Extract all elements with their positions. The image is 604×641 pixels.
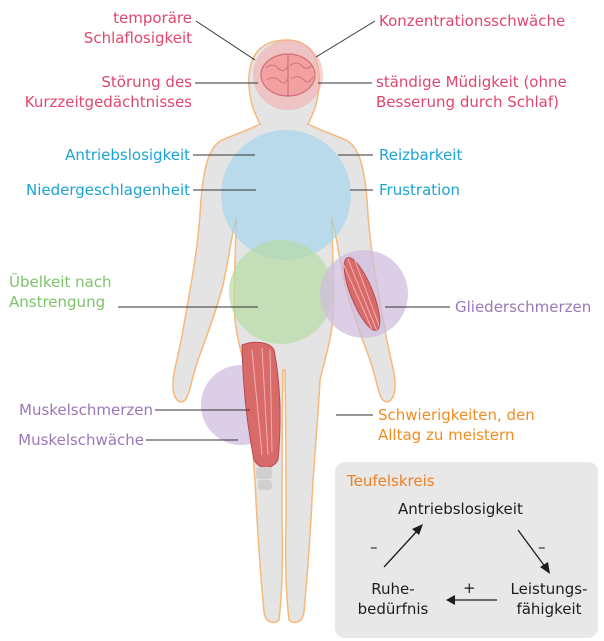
frustration-label: Frustration [379,180,460,200]
memory-line1: Störung des [0,72,192,92]
cycle-left-line1: Ruhe- [348,579,438,599]
listlessness-label: Antriebslosigkeit [0,145,190,165]
memory-line2: Kurzzeitgedächtnisses [0,92,192,112]
daily-life-label: Schwierigkeiten, den Alltag zu meistern [378,405,535,445]
temp-sleeplessness-label: temporäre Schlaflosigkeit [40,8,192,48]
temp-sleep-line1: temporäre [40,8,192,28]
cycle-right-line2: fähigkeit [500,599,598,619]
frustration-text: Frustration [379,180,460,200]
brain-icon [261,54,315,96]
cycle-top-text: Antriebslosigkeit [398,499,523,519]
cycle-left-node: Ruhe- bedürfnis [348,579,438,619]
muscle-pain-text: Muskelschmerzen [0,400,153,420]
daily-life-line2: Alltag zu meistern [378,425,535,445]
memory-disorder-label: Störung des Kurzzeitgedächtnisses [0,72,192,112]
listlessness-text: Antriebslosigkeit [0,145,190,165]
cycle-right-line1: Leistungs- [500,579,598,599]
cycle-sign-right: – [538,537,546,557]
cycle-title: Teufelskreis [347,471,435,491]
cycle-right-node: Leistungs- fähigkeit [500,579,598,619]
muscle-weakness-text: Muskelschwäche [0,430,144,450]
temp-sleep-line2: Schlaflosigkeit [40,28,192,48]
fatigue-label: ständige Müdigkeit (ohne Besserung durch… [376,72,567,112]
cycle-sign-bottom: + [463,578,476,598]
cycle-sign-left: – [370,537,378,557]
cycle-left-line2: bedürfnis [348,599,438,619]
muscle-weakness-label: Muskelschwäche [0,430,144,450]
cycle-title-text: Teufelskreis [347,471,435,491]
cycle-sign-right-text: – [538,537,546,557]
concentration-text: Konzentrationsschwäche [379,11,565,31]
irritability-text: Reizbarkeit [379,145,462,165]
nausea-line1: Übelkeit nach [9,272,112,292]
limb-pain-text: Gliederschmerzen [455,297,591,317]
cycle-sign-bottom-text: + [463,578,476,598]
nausea-label: Übelkeit nach Anstrengung [9,272,112,312]
stomach-region-circle [229,240,333,344]
concentration-label: Konzentrationsschwäche [379,11,565,31]
irritability-label: Reizbarkeit [379,145,462,165]
nausea-line2: Anstrengung [9,292,112,312]
cycle-top-node: Antriebslosigkeit [398,499,523,519]
fatigue-line1: ständige Müdigkeit (ohne [376,72,567,92]
cycle-sign-left-text: – [370,537,378,557]
depression-label: Niedergeschlagenheit [0,180,190,200]
daily-life-line1: Schwierigkeiten, den [378,405,535,425]
depression-text: Niedergeschlagenheit [0,180,190,200]
muscle-pain-label: Muskelschmerzen [0,400,153,420]
fatigue-line2: Besserung durch Schlaf) [376,92,567,112]
limb-pain-label: Gliederschmerzen [455,297,591,317]
